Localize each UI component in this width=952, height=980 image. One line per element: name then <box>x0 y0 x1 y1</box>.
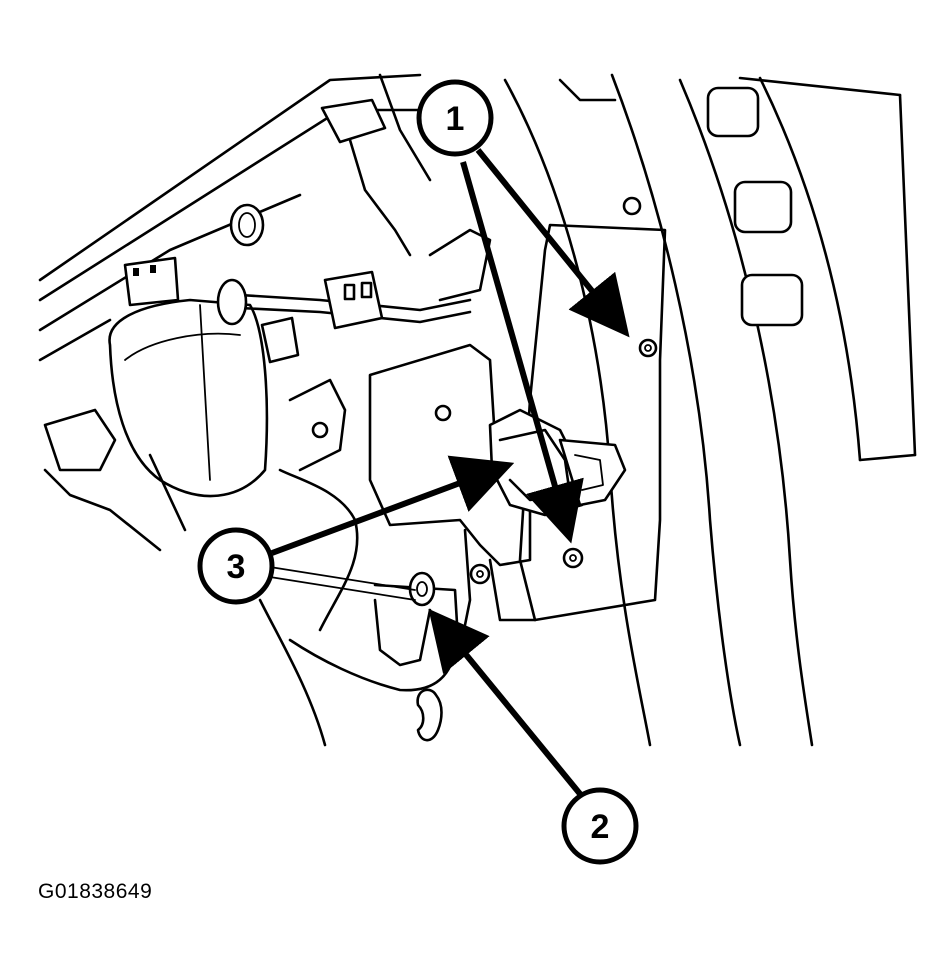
callout-3: 3 <box>197 527 275 605</box>
leader-1b <box>460 161 584 544</box>
leader-3 <box>270 455 515 556</box>
leader-lines <box>270 148 630 802</box>
callout-3-label: 3 <box>227 548 246 586</box>
leader-2 <box>428 608 588 802</box>
leader-1a <box>475 148 630 338</box>
mounting-plate <box>518 196 667 622</box>
actuator-body <box>43 256 269 552</box>
figure-id-label: G01838649 <box>38 880 153 903</box>
lower-linkage <box>258 468 537 747</box>
latch-housing <box>288 343 532 585</box>
callout-2-label: 2 <box>591 808 610 846</box>
pillar-slots <box>706 86 804 327</box>
callout-2: 2 <box>561 787 639 865</box>
bottom-clip <box>416 688 443 742</box>
body-panel-contours <box>503 73 917 747</box>
callout-1-label: 1 <box>446 100 465 138</box>
wiring-harness <box>216 228 492 364</box>
upper-clip <box>229 98 412 257</box>
callout-1: 1 <box>416 79 494 157</box>
